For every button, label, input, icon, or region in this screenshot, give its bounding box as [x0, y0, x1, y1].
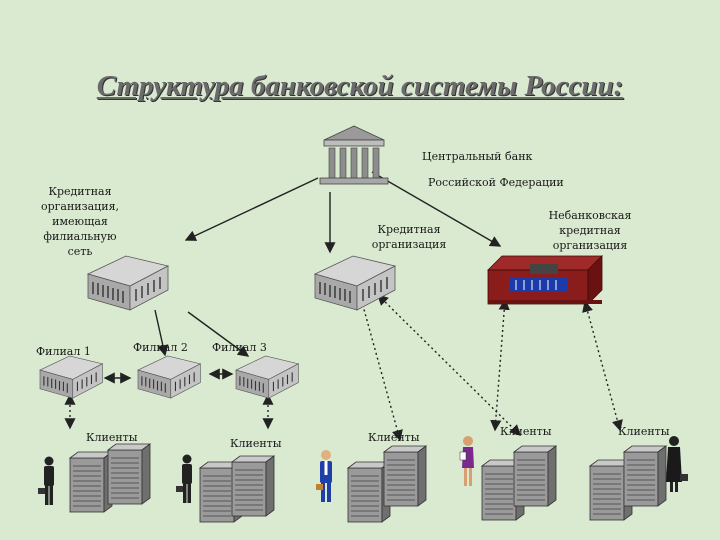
arrow-cb-to-network-org — [184, 177, 319, 241]
clients-label-5: Клиенты — [618, 425, 670, 438]
nonbank-org-label-line3: организация — [552, 239, 628, 252]
credit-org-building-icon — [314, 255, 396, 311]
network-org-label-line1: Кредитная — [48, 185, 112, 198]
branch3-building-icon — [235, 355, 299, 399]
network-org-label-line4: филиальную — [43, 230, 117, 243]
dotted-credit-to-clients4 — [377, 294, 521, 436]
client-person-icon — [176, 454, 192, 503]
branch-3-label: Филиал 3 — [212, 341, 267, 354]
client-server-icon — [231, 455, 275, 517]
arrows — [103, 171, 502, 384]
dotted-nonbank-to-clients5 — [582, 300, 623, 432]
arrow-org-to-branch2 — [154, 309, 169, 357]
credit-org-label: Кредитная организация — [362, 222, 456, 252]
client-server-icon — [69, 451, 113, 513]
network-org-label-line3: имеющая — [52, 215, 108, 228]
client-person-icon — [38, 456, 54, 505]
clients-label-2: Клиенты — [230, 437, 282, 450]
central-bank-label: Центральный банк Российской Федерации — [422, 144, 564, 196]
branch-2-label: Филиал 2 — [133, 341, 188, 354]
network-org-label-line5: сеть — [67, 245, 93, 258]
client-server-icon — [107, 443, 151, 505]
dotted-arrows — [64, 293, 623, 442]
credit-org-label-line2: организация — [371, 238, 447, 251]
network-org-building-icon — [87, 255, 169, 311]
arrow-org-to-branch3 — [187, 311, 250, 357]
network-org-label: Кредитная организация, имеющая филиальну… — [30, 184, 130, 259]
nonbank-org-label: Небанковская кредитная организация — [538, 208, 642, 253]
client-server-icon — [383, 445, 427, 507]
clients-label-3: Клиенты — [368, 431, 420, 444]
clients-label-1: Клиенты — [86, 431, 138, 444]
dotted-credit-to-clients3 — [357, 293, 403, 442]
network-org-label-line2: организация, — [40, 200, 120, 213]
client-server-icon — [623, 445, 667, 507]
nonbank-org-label-line2: кредитная — [559, 224, 621, 237]
client-person-coat-icon — [666, 436, 688, 492]
credit-org-label-line1: Кредитная — [377, 223, 441, 236]
arrow-cb-to-nonbank-org — [371, 171, 502, 247]
client-businessman-icon — [316, 450, 332, 502]
central-bank-label-line1: Центральный банк — [422, 150, 533, 163]
clients-label-4: Клиенты — [500, 425, 552, 438]
branch1-building-icon — [39, 355, 103, 399]
page-title: Структура банковской системы России: — [96, 70, 624, 102]
central-bank-icon — [319, 125, 389, 185]
nonbank-building-icon — [487, 255, 603, 305]
branch-1-label: Филиал 1 — [36, 345, 91, 358]
dotted-nonbank-to-clients4 — [490, 298, 510, 432]
nonbank-org-label-line1: Небанковская — [548, 209, 632, 222]
branch2-building-icon — [137, 355, 201, 399]
client-server-icon — [513, 445, 557, 507]
central-bank-label-line2: Российской Федерации — [428, 176, 564, 189]
client-woman-icon — [459, 436, 474, 486]
